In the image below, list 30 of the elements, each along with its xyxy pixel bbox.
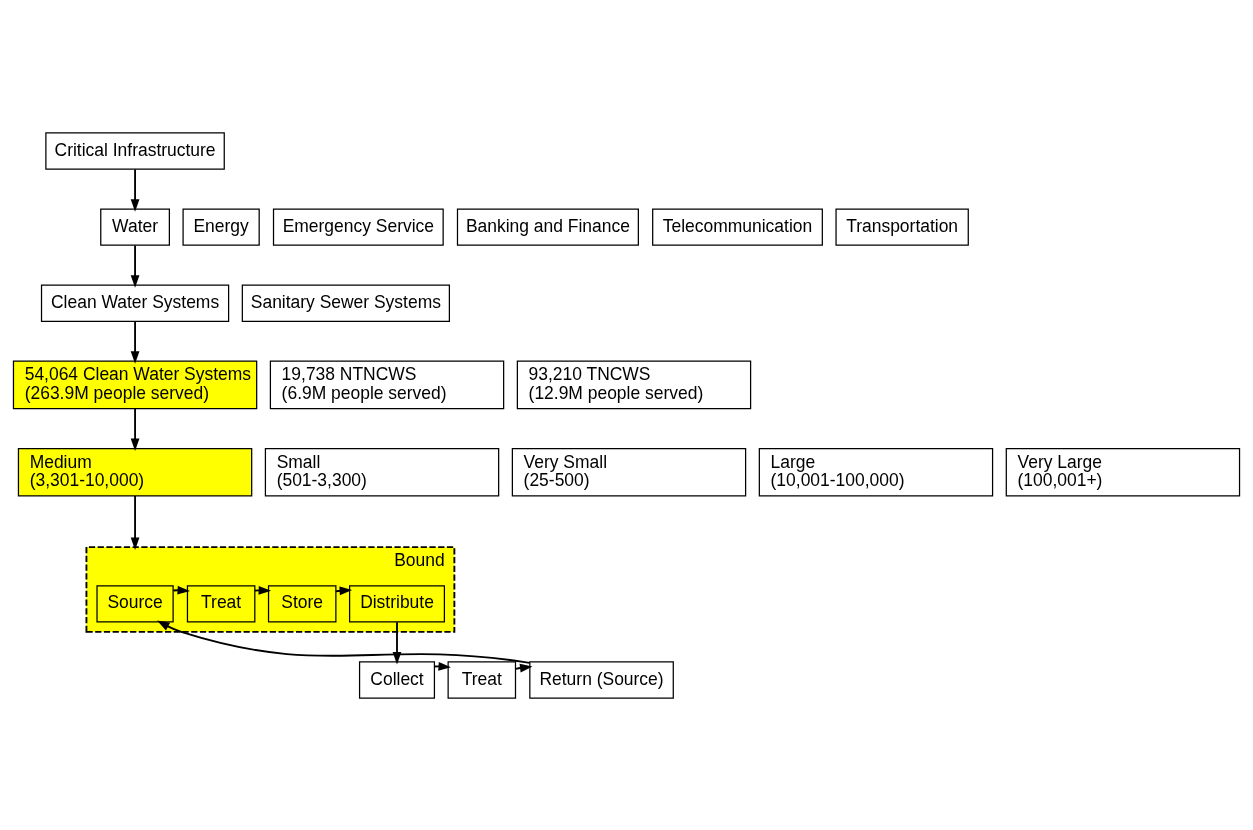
node-box: Water (100, 207, 170, 246)
node-box: Small (501-3,300) (264, 447, 500, 497)
node-box: Clean Water Systems (40, 284, 230, 322)
node-box: Store (267, 584, 337, 623)
node-box: Distribute (348, 584, 446, 623)
node-box: 19,738 NTNCWS (6.9M people served) (269, 360, 505, 409)
node-box: Medium (3,301-10,000) (17, 447, 253, 497)
node-box: Telecommunication (652, 207, 823, 246)
node-box: Transportation (835, 207, 969, 246)
arrow (130, 407, 140, 451)
node-box: Very Large (100,001+) (1005, 447, 1241, 497)
arrow (130, 244, 140, 288)
node-box: Collect (358, 660, 436, 699)
node-box: Critical Infrastructure (45, 131, 225, 170)
node-box: 54,064 Clean Water Systems (263.9M people served) (12, 360, 258, 409)
arrow (130, 494, 140, 550)
node-box: Treat (186, 584, 256, 623)
node-box: Energy (182, 207, 260, 246)
node-box: Sanitary Sewer Systems (241, 284, 450, 322)
node-box: Large (10,001-100,000) (758, 447, 994, 497)
node-box: 93,210 TNCWS (12.9M people served) (516, 360, 752, 409)
node-box: Banking and Finance (456, 207, 639, 246)
node-box: Treat (447, 660, 517, 699)
node-box: Emergency Service (272, 207, 444, 246)
arrow (172, 585, 190, 595)
arrow (130, 320, 140, 364)
node-box: Return (Source) (529, 660, 674, 699)
arrow (130, 167, 140, 212)
node-box: Very Small (25-500) (511, 447, 747, 497)
node-box: Source (96, 584, 174, 623)
